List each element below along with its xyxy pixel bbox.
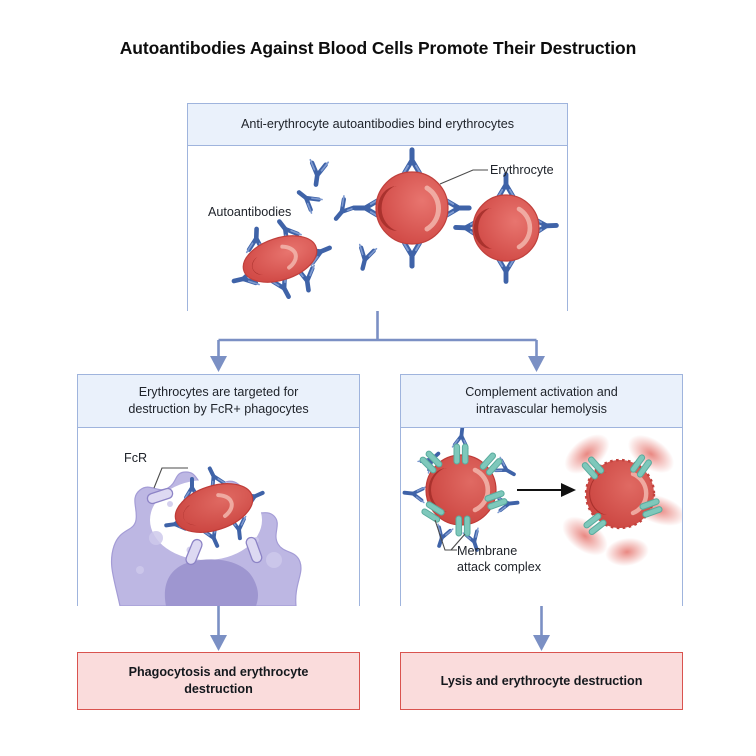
erythrocyte-lysing [562, 434, 682, 567]
transition-arrow [517, 483, 576, 497]
phagocyte-granules [136, 501, 282, 574]
panel-complement-lysis: Complement activation and intravascular … [400, 374, 683, 606]
erythrocyte-engulfed [163, 454, 268, 552]
panel-right-header-line1: Complement activation and [465, 385, 618, 400]
label-membrane-attack-complex: Membrane attack complex [457, 543, 541, 575]
erythrocyte-left [219, 206, 341, 311]
complement-illustration-svg [401, 428, 682, 567]
label-mac-line1: Membrane [457, 544, 518, 558]
erythrocyte-leader-line [439, 169, 488, 185]
fcr-leader-line [153, 467, 188, 489]
panel-left-header-line2: destruction by FcR+ phagocytes [128, 402, 309, 416]
panel-right-illustration: Membrane attack complex [401, 428, 682, 606]
page-title: Autoantibodies Against Blood Cells Promo… [119, 38, 637, 58]
top-illustration-svg [188, 146, 567, 311]
label-autoantibodies: Autoantibodies [208, 205, 292, 219]
result-left-line1: Phagocytosis and erythrocyte [128, 665, 309, 680]
panel-right-header-line2: intravascular hemolysis [476, 402, 607, 416]
erythrocyte-center [355, 150, 469, 266]
phagocyte-nucleus [164, 559, 258, 606]
label-mac-line2: attack complex [457, 560, 541, 575]
label-fcr: FcR [124, 451, 148, 465]
erythrocyte-right [455, 175, 556, 282]
result-left-line2: destruction [184, 682, 253, 696]
result-lysis: Lysis and erythrocyte destruction [400, 652, 683, 710]
panel-antibody-binding: Anti-erythrocyte autoantibodies bind ery… [187, 103, 568, 311]
arrowhead-to-right-panel [528, 356, 545, 372]
panel-left-illustration: FcR [78, 428, 359, 606]
phagocyte-illustration-svg [110, 428, 302, 606]
result-right-text: Lysis and erythrocyte destruction [440, 673, 643, 688]
panel-top-illustration: Autoantibodies Erythrocyte [188, 146, 567, 311]
arrowhead-to-right-result [533, 635, 550, 651]
result-phagocytosis: Phagocytosis and erythrocyte destruction [77, 652, 360, 710]
panel-right-header: Complement activation and intravascular … [401, 375, 682, 428]
panel-phagocytosis: Erythrocytes are targeted for destructio… [77, 374, 360, 606]
panel-top-header: Anti-erythrocyte autoantibodies bind ery… [188, 104, 567, 146]
arrowhead-to-left-panel [210, 356, 227, 372]
label-erythrocyte: Erythrocyte [490, 163, 554, 177]
erythrocyte-mac-intact [401, 428, 521, 555]
fcr-receptor-group [146, 487, 263, 566]
arrowhead-to-left-result [210, 635, 227, 651]
panel-left-header: Erythrocytes are targeted for destructio… [78, 375, 359, 428]
mac-leader-lines [434, 519, 466, 551]
panel-left-header-line1: Erythrocytes are targeted for [138, 385, 299, 400]
